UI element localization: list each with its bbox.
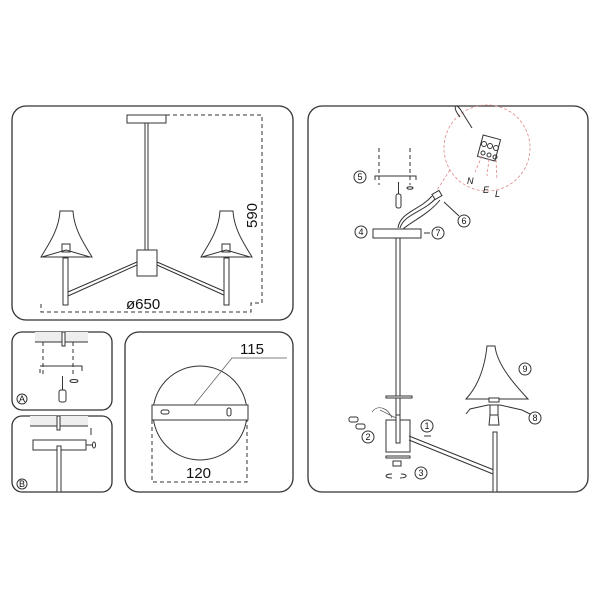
bulb-parts-icon — [348, 407, 397, 430]
callout-8: 8 — [532, 413, 537, 423]
screwdriver-icon — [58, 389, 67, 403]
screwdriver-icon — [395, 193, 402, 209]
callout-7: 7 — [435, 228, 440, 238]
rod — [395, 237, 401, 441]
callout-1: 1 — [424, 421, 429, 431]
hub — [136, 249, 158, 277]
height-dimension: 590 — [244, 203, 261, 228]
lamp-shade — [464, 345, 530, 400]
callout-5: 5 — [357, 172, 362, 182]
callout-9: 9 — [522, 364, 527, 374]
canopy — [372, 228, 422, 239]
step-b-label: B — [19, 479, 25, 489]
wire-live-label: L — [495, 189, 500, 199]
rod — [144, 122, 149, 251]
step-a-panel: A — [11, 331, 113, 411]
terminal-block-icon — [476, 134, 502, 162]
overview-panel: 590 ø650 — [11, 105, 294, 321]
ceiling-canopy — [126, 114, 167, 124]
plate-diameter-dimension: 120 — [186, 465, 211, 482]
hook-icon — [454, 105, 473, 129]
wire-neutral-label: N — [467, 176, 474, 186]
step-b-panel: B — [11, 415, 113, 493]
mount-plate-panel: 115 120 — [124, 331, 294, 493]
wire-earth-label: E — [483, 185, 490, 195]
diameter-dimension: ø650 — [126, 296, 160, 313]
shade-right — [200, 210, 253, 258]
shade-left — [40, 210, 93, 258]
plate-width-dimension: 115 — [240, 341, 264, 358]
callout-4: 4 — [358, 227, 363, 237]
callouts: 1 2 3 4 5 6 7 8 9 — [353, 170, 542, 480]
callout-2: 2 — [365, 432, 370, 442]
callout-3: 3 — [418, 468, 423, 478]
callout-6: 6 — [461, 216, 466, 226]
step-a-label: A — [19, 394, 25, 404]
assembly-panel: N E L 1 — [307, 104, 589, 493]
